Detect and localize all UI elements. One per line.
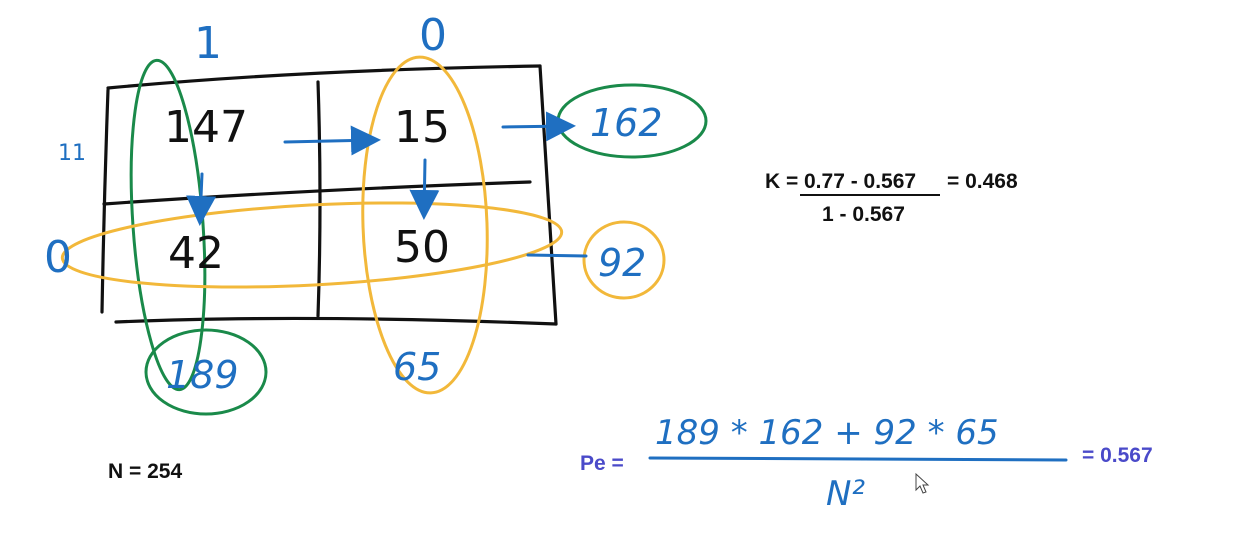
column-0-circle [361, 55, 489, 395]
pe-label: Pe = [580, 452, 624, 475]
row-total-162: 162 [590, 101, 663, 145]
column-total-189: 189 [166, 353, 239, 397]
pe-numerator: 189 * 162 + 92 * 65 [655, 413, 999, 453]
kappa-result: = 0.468 [947, 170, 1018, 193]
row-0-circle [60, 201, 564, 289]
column-total-189-circle [144, 328, 268, 416]
kappa-prefix: K = [765, 170, 798, 193]
cell-50: 50 [394, 222, 450, 273]
pe-fraction-bar [648, 456, 1068, 462]
col-header-0: 0 [419, 10, 447, 61]
row-total-92: 92 [598, 241, 646, 285]
pe-denominator: N² [826, 474, 865, 514]
arrow-15-to-162 [501, 111, 576, 142]
kappa-denominator: 1 - 0.567 [822, 203, 905, 226]
arrow-147-to-15 [283, 125, 381, 156]
cell-42: 42 [168, 228, 224, 279]
sample-size-label: N = 254 [108, 460, 182, 483]
cell-15: 15 [394, 102, 450, 153]
column-total-65: 65 [393, 345, 441, 389]
cell-147: 147 [164, 102, 248, 153]
pe-result: = 0.567 [1082, 444, 1153, 467]
mouse-cursor-icon [915, 472, 930, 494]
row-total-92-circle [582, 220, 666, 300]
col-header-1: 1 [194, 18, 222, 69]
arrow-147-to-42 [186, 172, 217, 226]
row-header-11: 11 [58, 141, 86, 166]
kappa-numerator: 0.77 - 0.567 [804, 170, 916, 193]
row-header-0: 0 [44, 232, 72, 283]
contingency-table-grid [100, 64, 558, 326]
arrow-15-to-50 [409, 158, 440, 220]
line-50-to-92 [526, 253, 588, 258]
